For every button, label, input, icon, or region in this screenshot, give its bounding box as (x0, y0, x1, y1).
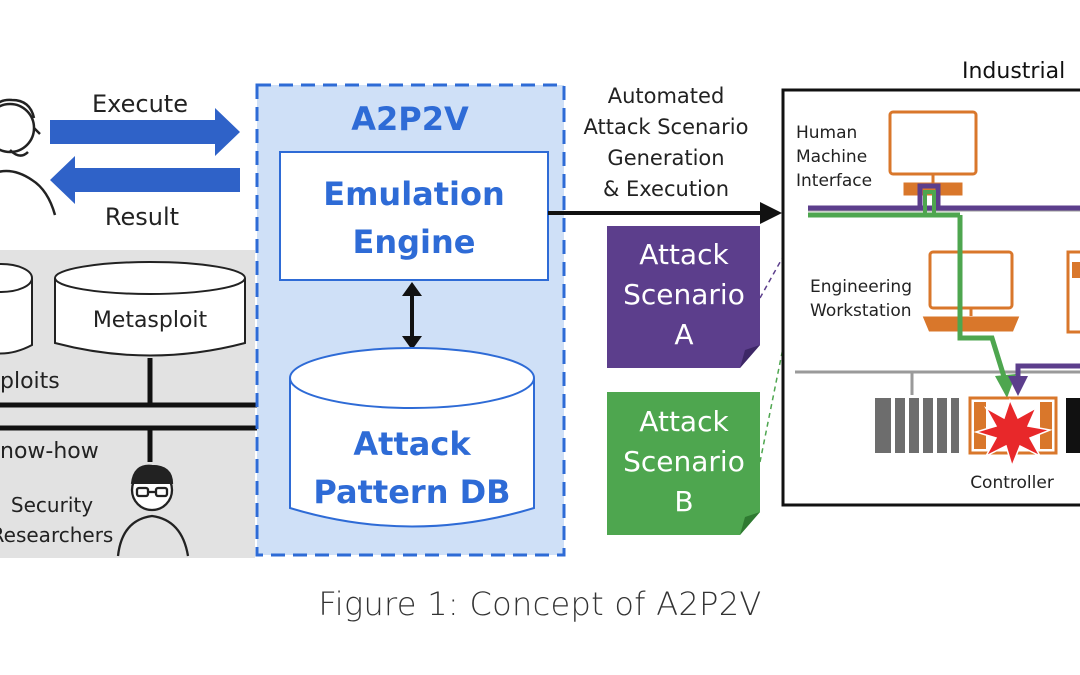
scenario-a-line3: A (674, 318, 693, 351)
db-line2: Pattern DB (313, 473, 510, 511)
scenario-a-line2: Scenario (623, 278, 745, 311)
engine-line1: Emulation (323, 175, 505, 213)
purple-attack-arrowhead (1008, 376, 1028, 396)
attack-pattern-db-cylinder (289, 347, 535, 528)
scenario-b-line2: Scenario (623, 445, 745, 478)
result-label: Result (105, 203, 179, 231)
knowhow-label: now-how (0, 439, 99, 464)
green-attack-path-down (957, 215, 1008, 381)
automation-line2: Attack Scenario (583, 115, 748, 139)
a2p2v-title: A2P2V (351, 100, 469, 138)
hmi-line1: Human (796, 123, 857, 143)
emulation-engine-box (279, 151, 549, 281)
attack-impact-burst-icon (973, 397, 1053, 469)
industrial-title: Industrial (962, 59, 1065, 84)
hmi-line3: Interface (796, 171, 872, 191)
execute-label: Execute (92, 90, 188, 118)
ews-line2: Workstation (810, 301, 912, 321)
black-device-icon (1066, 398, 1080, 453)
operator-icon (0, 98, 57, 216)
exploits-db-cylinder (0, 263, 33, 355)
exploits-label: ploits (0, 369, 60, 394)
ews-line1: Engineering (810, 277, 912, 297)
researchers-label: Researchers (0, 523, 113, 547)
result-arrow (50, 156, 240, 204)
scenario-b-line3: B (674, 485, 693, 518)
engine-db-arrow-up (402, 282, 422, 296)
automation-line1: Automated (608, 84, 725, 108)
automation-arrowhead (760, 202, 782, 224)
researcher-icon (116, 464, 190, 557)
plc-rack-icon (875, 398, 959, 453)
purple-attack-path-down (1015, 363, 1080, 378)
automation-line4: & Execution (603, 177, 729, 201)
scenario-a-line1: Attack (639, 238, 729, 271)
execute-arrow (50, 108, 240, 156)
attack-scenario-a-card (607, 226, 760, 368)
engine-line2: Engine (353, 223, 476, 261)
attack-scenario-b-card (607, 392, 760, 535)
controller-label: Controller (970, 473, 1054, 493)
scenario-b-line1: Attack (639, 405, 729, 438)
automation-line3: Generation (607, 146, 724, 170)
db-line1: Attack (353, 425, 471, 463)
figure-caption: Figure 1: Concept of A2P2V (318, 585, 762, 623)
orange-device-icon (1066, 250, 1080, 334)
engine-db-arrow-down (402, 336, 422, 350)
metasploit-db-cylinder: Metasploit (54, 261, 246, 357)
purple-hmi-tap (917, 183, 941, 210)
hmi-line2: Machine (796, 147, 867, 167)
metasploit-label: Metasploit (93, 308, 208, 333)
engineering-workstation-icon (922, 250, 1020, 332)
security-label: Security (11, 493, 93, 517)
green-hmi-tap (923, 190, 936, 215)
